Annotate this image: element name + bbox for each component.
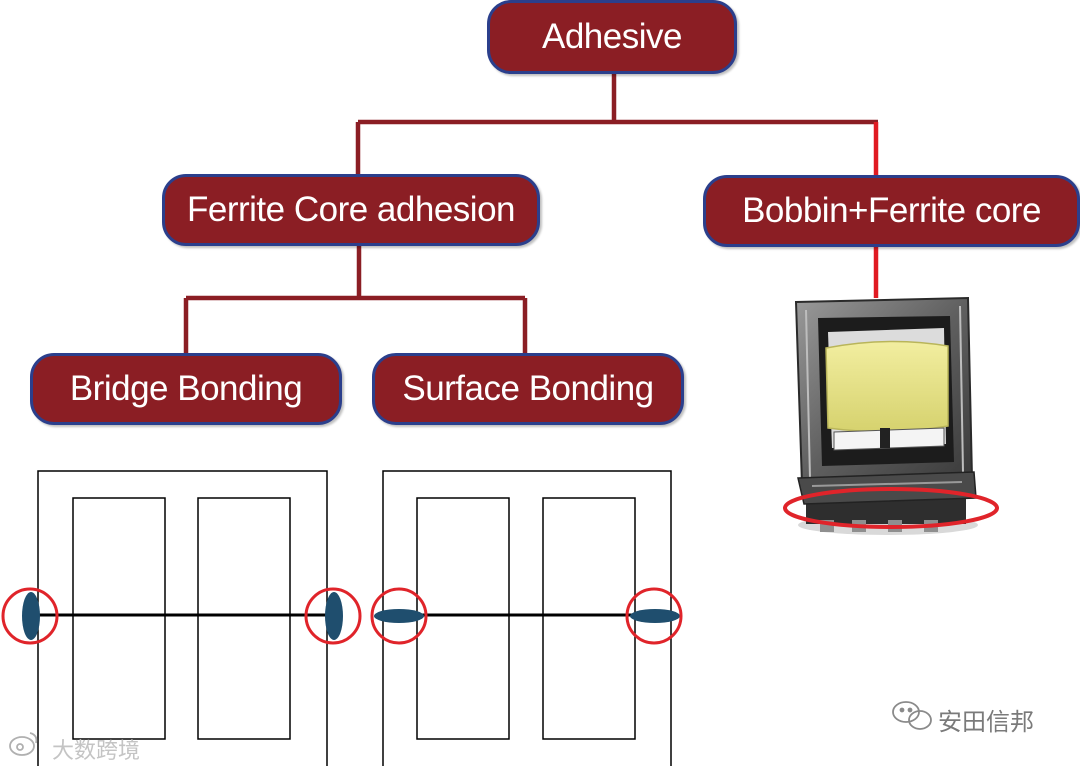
node-surface-bonding: Surface Bonding: [372, 353, 684, 425]
bridge-bonding-sketch: [38, 471, 327, 766]
core-window-right: [543, 498, 635, 739]
node-bobbin-ferrite-core: Bobbin+Ferrite core: [703, 175, 1080, 247]
adhesive-blob-right: [325, 592, 343, 640]
node-bridge-bonding: Bridge Bonding: [30, 353, 342, 425]
weibo-icon: [10, 733, 36, 755]
wechat-account-watermark: 安田信邦: [938, 702, 1034, 737]
transformer-photo: [796, 298, 978, 535]
core-window-right: [198, 498, 290, 739]
adhesive-blob-left: [22, 592, 40, 640]
core-window-left: [417, 498, 509, 739]
core-window-left: [73, 498, 165, 739]
connector-ferrite-to-bonding: [186, 244, 525, 356]
node-adhesive: Adhesive: [487, 0, 737, 74]
transformer-bobbin: [826, 341, 948, 431]
adhesive-blob-right: [630, 609, 680, 623]
adhesive-blob-left: [374, 609, 424, 623]
weibo-account-watermark: 大数跨境: [52, 733, 140, 765]
outer-core-frame: [38, 471, 327, 766]
connector-root-to-branch: [358, 72, 878, 177]
node-ferrite-core-adhesion: Ferrite Core adhesion: [162, 174, 540, 246]
wechat-icon: [893, 702, 931, 729]
